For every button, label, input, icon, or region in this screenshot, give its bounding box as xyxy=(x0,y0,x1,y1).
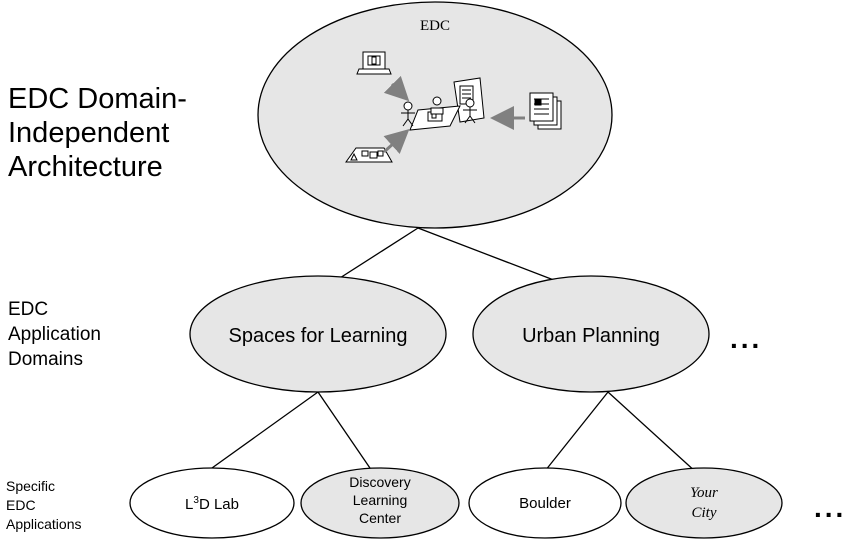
app-label-line: Learning xyxy=(353,492,408,508)
flow-arrows xyxy=(382,75,525,154)
edge-learning-to-discovery xyxy=(317,391,373,472)
edge-urban-to-boulder xyxy=(544,391,609,472)
architecture-heading-line: Independent xyxy=(8,117,169,149)
more-domains-ellipsis: ... xyxy=(730,323,762,354)
applications-heading-line: Specific xyxy=(6,478,55,494)
architecture-heading: EDC Domain- Independent Architecture xyxy=(8,83,187,183)
app-label-line: City xyxy=(692,505,717,521)
architecture-heading-line: EDC Domain- xyxy=(8,83,187,115)
edge-urban-to-yourcity xyxy=(607,391,698,474)
domains-heading-line: Application xyxy=(8,324,101,345)
app-ellipse-l3d-lab xyxy=(129,467,295,539)
app-ellipse-your-city xyxy=(625,467,783,539)
arrow-computer xyxy=(383,75,410,102)
domains-heading: EDC Application Domains xyxy=(8,299,101,370)
app-label-l3d-lab: L3D Lab xyxy=(185,495,239,513)
architecture-heading-line: Architecture xyxy=(8,151,163,183)
domains-heading-line: EDC xyxy=(8,299,48,320)
app-label-line: Discovery xyxy=(349,474,410,490)
app-label-line: Your xyxy=(690,485,718,501)
domain-ellipse-urban-planning xyxy=(472,275,710,393)
app-ellipse-boulder xyxy=(468,467,622,539)
domain-ellipse-spaces-for-learning xyxy=(189,275,447,393)
domain-label: Urban Planning xyxy=(522,325,660,347)
person-icon xyxy=(401,101,415,127)
edc-illustration xyxy=(345,51,562,163)
domains-heading-line: Domains xyxy=(8,349,83,370)
person-icon xyxy=(463,98,477,124)
tabletop-icon xyxy=(409,105,461,131)
model-icon xyxy=(345,147,393,163)
edc-label: EDC xyxy=(420,18,450,34)
applications-heading: Specific EDC Applications xyxy=(6,478,82,532)
more-applications-ellipsis: ... xyxy=(814,492,846,523)
computer-icon xyxy=(356,51,392,75)
edge-learning-to-l3d xyxy=(204,391,319,474)
applications-heading-line: Applications xyxy=(6,516,82,532)
app-ellipse-discovery-learning-center xyxy=(300,467,460,539)
documents-icon xyxy=(529,92,562,130)
arrow-model xyxy=(382,128,410,154)
app-label-line: Center xyxy=(359,510,401,526)
app-label-boulder: Boulder xyxy=(519,495,571,512)
domain-label: Spaces for Learning xyxy=(228,325,407,347)
applications-heading-line: EDC xyxy=(6,497,36,513)
person-icon xyxy=(430,96,444,115)
